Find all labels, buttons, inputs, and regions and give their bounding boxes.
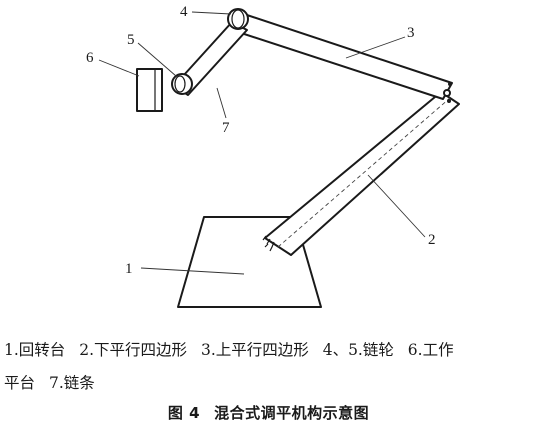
leader-1 xyxy=(140,267,245,275)
leader-3 xyxy=(345,36,406,59)
legend-item-work-platform-start: 6.工作 xyxy=(407,341,454,359)
elbow-pin-top xyxy=(448,82,452,86)
legend-item-upper-parallelogram: 3.上平行四边形 xyxy=(200,341,309,359)
legend-item-turntable: 1.回转台 xyxy=(4,341,66,359)
legend-line-2: 平台 7.链条 xyxy=(4,367,534,400)
elbow-pin-bottom xyxy=(447,99,451,103)
legend-item-lower-parallelogram: 2.下平行四边形 xyxy=(79,341,188,359)
sprocket-4 xyxy=(227,8,249,30)
lower-pivot-hatch xyxy=(262,235,275,252)
legend-item-sprockets: 4、5.链轮 xyxy=(322,341,394,359)
label-4: 4 xyxy=(180,4,188,20)
label-6: 6 xyxy=(86,50,94,66)
mechanism-diagram: 1 2 3 4 5 6 7 xyxy=(86,4,460,308)
leader-4 xyxy=(191,11,232,15)
leader-6 xyxy=(98,59,140,77)
legend-item-work-platform-end: 平台 xyxy=(4,374,36,392)
leader-5 xyxy=(137,42,177,77)
sprocket-5-hub xyxy=(174,75,186,93)
sprocket-5 xyxy=(171,73,193,95)
label-1: 1 xyxy=(125,261,133,277)
legend-item-chain: 7.链条 xyxy=(48,374,95,392)
sprocket-4-hub xyxy=(231,9,245,29)
figure-number: 图 4 xyxy=(167,404,201,422)
figure-title: 混合式调平机构示意图 xyxy=(214,404,370,422)
upper-parallelogram-arm xyxy=(231,12,453,100)
work-platform xyxy=(136,68,163,112)
label-3: 3 xyxy=(407,25,415,41)
parts-legend: 1.回转台 2.下平行四边形 3.上平行四边形 4、5.链轮 6.工作 平台 7… xyxy=(4,334,534,400)
label-5: 5 xyxy=(127,32,135,48)
leader-2 xyxy=(367,174,426,238)
figure-caption: 图 4 混合式调平机构示意图 xyxy=(0,402,537,423)
label-7: 7 xyxy=(222,120,230,136)
elbow-joint xyxy=(443,89,451,97)
lower-parallelogram-arm xyxy=(264,91,460,256)
legend-line-1: 1.回转台 2.下平行四边形 3.上平行四边形 4、5.链轮 6.工作 xyxy=(4,334,534,367)
lower-arm-inner-dash xyxy=(277,97,451,248)
leader-7 xyxy=(216,87,227,119)
label-2: 2 xyxy=(428,232,436,248)
